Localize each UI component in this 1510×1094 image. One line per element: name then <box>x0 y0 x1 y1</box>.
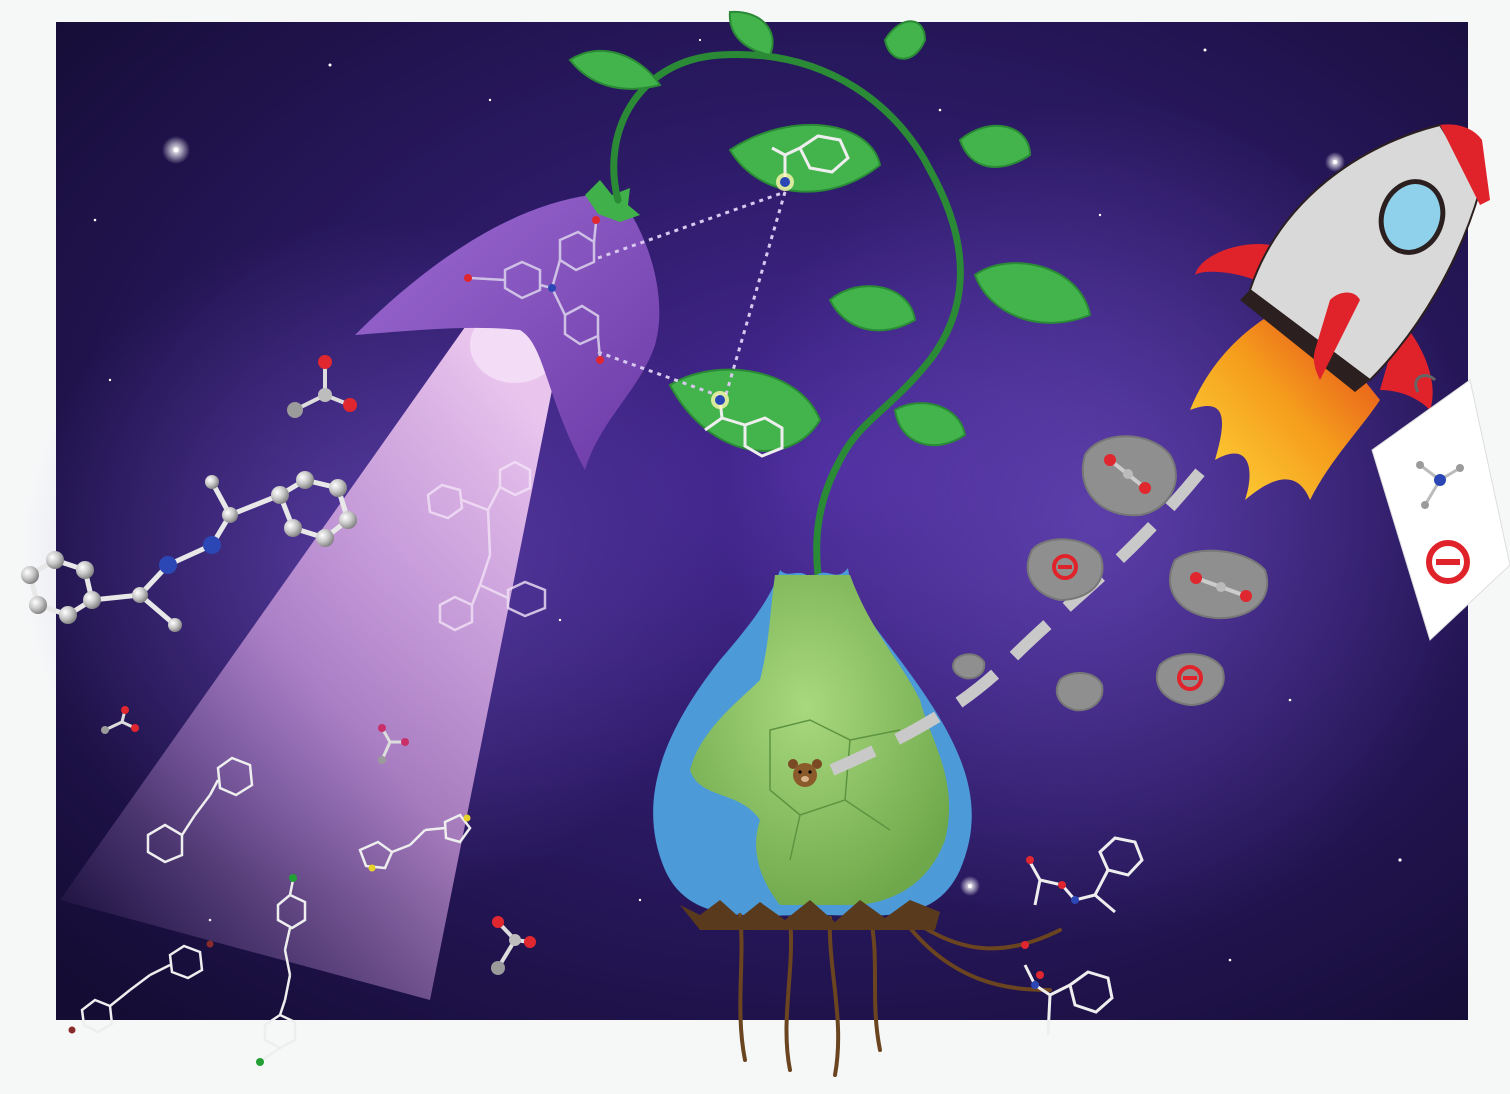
vine-leaves <box>568 10 1092 452</box>
interaction-lines <box>597 190 787 400</box>
curled-vine <box>610 50 964 579</box>
asteroid-co2-molecules <box>1104 454 1252 602</box>
molecule-imine-right <box>1023 964 1114 1036</box>
molecule-acetate-bottom <box>491 916 536 975</box>
roots-base <box>680 900 940 930</box>
purple-bell-flower <box>355 195 660 470</box>
teddy-bear-icon <box>788 759 822 787</box>
asteroid-prohibition-icons <box>1052 554 1203 691</box>
ball-and-stick-molecules <box>21 134 1144 1066</box>
earth-borders <box>769 719 901 861</box>
molecule-azine-chloro <box>261 879 307 1062</box>
molecule-triarylamine <box>469 221 602 359</box>
starfield <box>93 38 1422 962</box>
felt-rocket <box>1195 123 1490 410</box>
molecule-azine-pyridyl <box>146 756 254 864</box>
molecule-on-leaf-bottom <box>704 399 784 458</box>
molecule-acetate-small <box>101 706 409 764</box>
amine-molecule <box>1416 461 1464 509</box>
dashed-trajectory <box>829 456 1215 776</box>
prohibition-icon <box>1426 540 1470 584</box>
flower-sepal <box>585 180 640 222</box>
prohibition-tag <box>1371 374 1510 641</box>
molecule-azine-thienyl <box>358 813 472 870</box>
molecule-azine-bromo <box>80 944 204 1034</box>
earth-continents <box>690 575 950 905</box>
molecule-acetate <box>287 355 357 418</box>
molecule-azine-faint <box>426 460 547 632</box>
